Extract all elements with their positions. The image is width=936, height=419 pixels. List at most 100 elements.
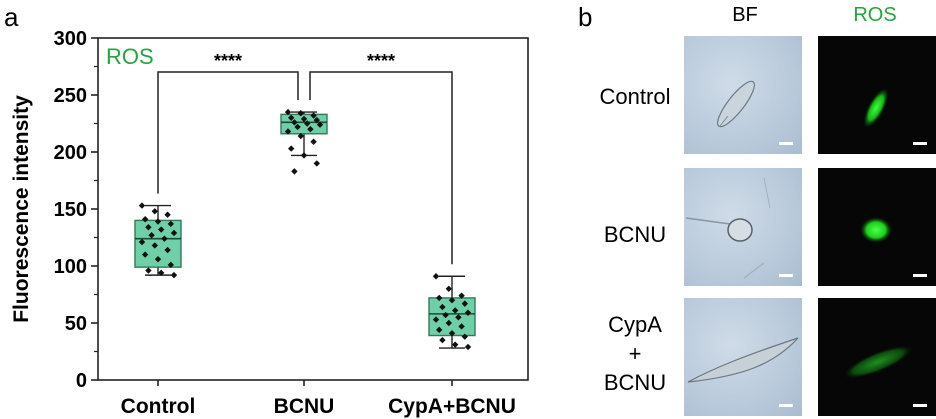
data-point <box>458 323 465 330</box>
scale-bar <box>779 404 793 407</box>
data-point <box>304 120 311 127</box>
x-tick-label: CypA+BCNU <box>388 395 516 418</box>
data-point <box>313 160 320 167</box>
data-point <box>310 138 317 145</box>
data-point <box>291 168 298 175</box>
ros-signal <box>842 345 914 379</box>
cell-shape <box>687 337 799 383</box>
data-point <box>452 307 459 314</box>
data-point <box>170 271 178 279</box>
y-tick-label: 150 <box>54 199 87 221</box>
cell-shape <box>685 177 771 279</box>
y-tick-label: 100 <box>54 256 87 278</box>
row-label-cypa-bcnu: CypA + BCNU <box>575 310 695 397</box>
y-tick-label: 200 <box>54 142 87 164</box>
data-point <box>154 218 162 225</box>
panel-a-letter: a <box>4 2 19 32</box>
y-tick-label: 250 <box>54 85 87 107</box>
data-point <box>148 232 155 239</box>
row-label-line: CypA <box>608 312 662 337</box>
data-point <box>436 326 443 334</box>
x-tick-label: BCNU <box>274 395 335 418</box>
bf-image-control <box>684 36 802 154</box>
data-point <box>300 152 308 159</box>
data-point <box>145 267 152 274</box>
panel-b-letter: b <box>578 2 593 32</box>
data-point <box>167 261 174 269</box>
data-point <box>151 208 158 215</box>
data-point <box>432 316 440 323</box>
data-point <box>288 145 295 152</box>
row-label-line: BCNU <box>603 222 667 247</box>
data-point <box>313 116 320 124</box>
bf-image-cypa-bcnu <box>684 298 802 416</box>
scale-bar <box>779 274 793 277</box>
scale-bar <box>913 274 927 277</box>
inset-ros-label: ROS <box>106 44 154 69</box>
data-point <box>439 303 446 311</box>
data-point <box>164 246 171 254</box>
data-point <box>461 333 468 340</box>
data-point <box>316 121 324 128</box>
y-tick-label: 0 <box>76 370 87 392</box>
data-point <box>161 235 168 242</box>
data-point <box>300 115 308 123</box>
data-point <box>284 128 292 135</box>
row-label-line: + <box>628 341 642 366</box>
row-label-line: Control <box>599 84 671 109</box>
data-point <box>458 292 465 299</box>
data-point <box>291 119 298 126</box>
data-point <box>448 330 456 337</box>
data-point <box>154 255 162 263</box>
data-point <box>297 110 304 117</box>
bf-column-header: BF <box>732 4 758 26</box>
row-label-control: Control <box>575 82 695 111</box>
data-point <box>452 341 459 348</box>
data-point <box>442 311 449 319</box>
ros-image-control <box>818 36 936 154</box>
data-point <box>464 343 472 351</box>
bf-image-bcnu <box>684 168 802 286</box>
data-point <box>158 269 165 277</box>
scale-bar <box>779 142 793 145</box>
data-point <box>167 220 174 228</box>
significance-label: **** <box>214 51 242 71</box>
data-point <box>164 211 171 218</box>
data-point <box>142 251 149 258</box>
data-point <box>445 285 452 292</box>
ros-column-header: ROS <box>853 4 897 26</box>
data-point <box>158 226 165 233</box>
data-point <box>288 114 295 121</box>
data-point <box>439 336 446 344</box>
significance-label: **** <box>367 51 395 71</box>
data-point <box>138 202 146 209</box>
data-point <box>307 126 314 133</box>
data-point <box>432 273 440 280</box>
data-point <box>445 319 452 327</box>
y-tick-label: 300 <box>54 28 87 50</box>
data-point <box>448 297 456 304</box>
data-point <box>436 294 443 302</box>
data-point <box>297 132 304 140</box>
significance-bracket <box>157 71 299 194</box>
y-axis-label: Fluorescence intensity <box>10 95 33 323</box>
significance-bracket <box>309 71 453 265</box>
scale-bar <box>913 142 927 145</box>
data-point <box>294 123 301 131</box>
y-tick-label: 50 <box>65 313 87 335</box>
data-point <box>142 216 149 223</box>
ros-signal <box>863 88 889 128</box>
data-point <box>145 224 152 231</box>
data-point <box>284 108 292 116</box>
data-point <box>151 242 158 249</box>
scale-bar <box>913 404 927 407</box>
data-point <box>461 300 468 307</box>
row-label-bcnu: BCNU <box>575 220 695 249</box>
data-point <box>310 112 317 119</box>
cell-shape <box>717 80 755 128</box>
data-point <box>170 229 178 237</box>
data-point <box>455 314 462 321</box>
row-label-line: BCNU <box>603 370 667 395</box>
data-point <box>138 238 146 246</box>
